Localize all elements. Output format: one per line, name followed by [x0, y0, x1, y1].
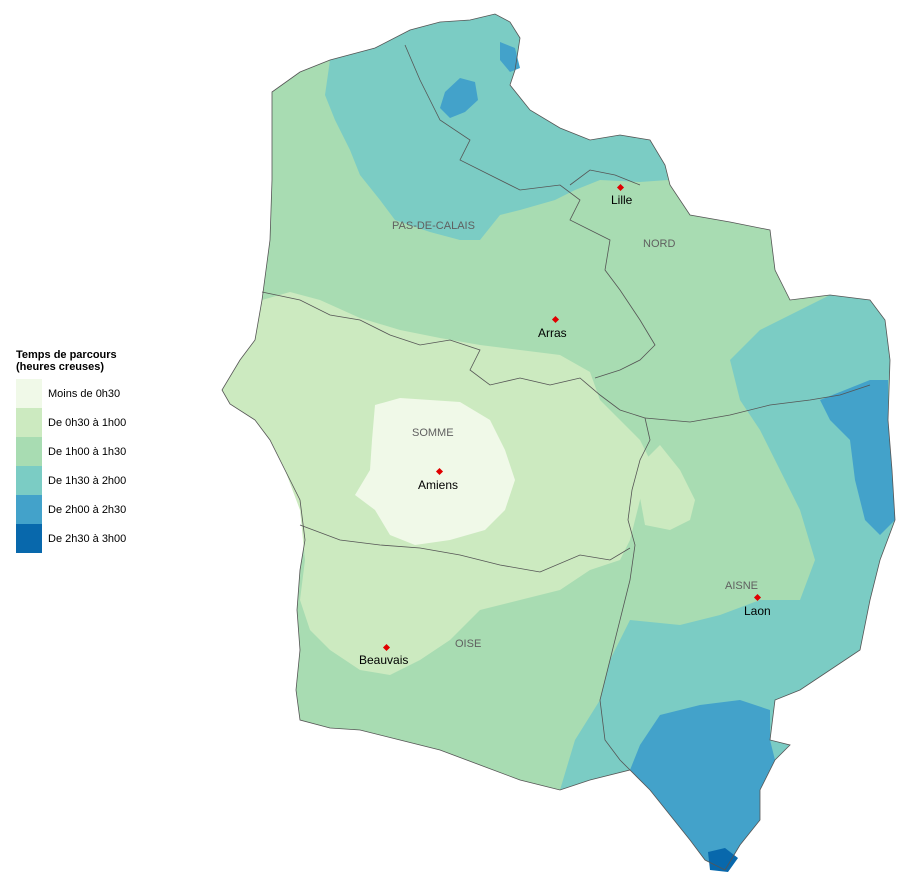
zone-northtip-2h-2h30	[500, 42, 520, 72]
map-legend: Temps de parcours (heures creuses) Moins…	[16, 349, 126, 553]
city-marker-beauvais	[382, 643, 391, 652]
legend-item: De 1h30 à 2h00	[16, 466, 126, 495]
legend-swatch	[16, 437, 42, 466]
region-border	[221, 13, 896, 871]
legend-label: De 2h00 à 2h30	[48, 503, 127, 516]
border-nord-aisne	[644, 384, 871, 423]
legend-label: Moins de 0h30	[48, 387, 121, 400]
legend-item: De 0h30 à 1h00	[16, 408, 126, 437]
city-label-lille: Lille	[611, 193, 633, 207]
legend-label: De 0h30 à 1h00	[48, 416, 127, 429]
city-marker-arras	[551, 315, 560, 324]
zone-north-2h-2h30	[440, 78, 478, 118]
legend-swatch	[16, 466, 42, 495]
city-marker-lille	[616, 183, 625, 192]
city-label-arras: Arras	[538, 326, 567, 340]
legend-swatch	[16, 524, 42, 553]
legend-title-line1: Temps de parcours	[16, 349, 117, 361]
legend-swatch	[16, 379, 42, 408]
legend-item: De 2h30 à 3h00	[16, 524, 126, 553]
zone-amiens-under-0h30	[355, 398, 515, 545]
border-pas-de-calais-somme	[261, 291, 646, 419]
legend-label: De 2h30 à 3h00	[48, 532, 127, 545]
dept-label-somme: SOMME	[412, 427, 454, 439]
zone-north-1h30-2h	[325, 14, 668, 240]
zone-south-2h30-3h	[708, 848, 738, 872]
legend-item: De 1h00 à 1h30	[16, 437, 126, 466]
zone-east-2h-2h30	[820, 380, 895, 535]
zone-east-1h30-2h	[560, 295, 895, 790]
city-label-laon: Laon	[744, 604, 771, 618]
dept-label-aisne: AISNE	[725, 580, 758, 592]
dept-label-pas-de-calais: PAS-DE-CALAIS	[392, 220, 475, 232]
border-nord-north	[569, 169, 641, 186]
dept-label-oise: OISE	[455, 638, 481, 650]
city-label-amiens: Amiens	[418, 478, 458, 492]
dept-label-nord: NORD	[643, 238, 675, 250]
border-pas-de-calais-nord	[404, 44, 656, 379]
border-somme-oise	[299, 524, 631, 573]
city-markers	[382, 183, 762, 652]
zone-southeast-2h-2h30	[630, 700, 775, 870]
legend-title-line2: (heures creuses)	[16, 361, 105, 373]
legend-item: De 2h00 à 2h30	[16, 495, 126, 524]
legend-label: De 1h00 à 1h30	[48, 445, 127, 458]
legend-swatch	[16, 408, 42, 437]
legend-title: Temps de parcours (heures creuses)	[16, 349, 126, 373]
zone-aisne-0h30-1h	[635, 445, 695, 530]
city-label-beauvais: Beauvais	[359, 653, 408, 667]
department-boundaries	[221, 13, 896, 871]
city-marker-laon	[753, 593, 762, 602]
city-marker-amiens	[435, 467, 444, 476]
legend-label: De 1h30 à 2h00	[48, 474, 127, 487]
border-aisne-west	[599, 417, 651, 771]
legend-item: Moins de 0h30	[16, 379, 126, 408]
legend-swatch	[16, 495, 42, 524]
